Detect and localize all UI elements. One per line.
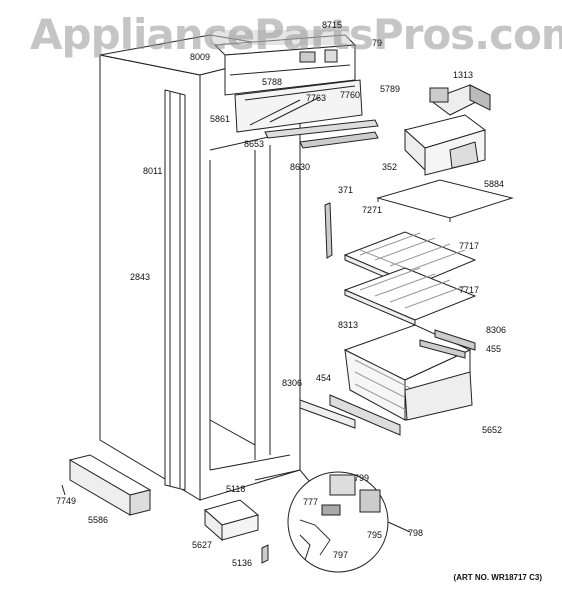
art-number: (ART NO. WR18717 C3)	[453, 573, 542, 582]
part-label-455: 455	[486, 344, 502, 354]
drip-tray	[203, 499, 260, 542]
mullion-strip	[324, 202, 333, 259]
part-label-5118: 5118	[226, 484, 246, 494]
part-label-454: 454	[316, 373, 332, 383]
part-label-8306-right: 8306	[486, 325, 507, 335]
part-label-5627: 5627	[192, 540, 213, 550]
bottom-cover	[68, 454, 152, 516]
rail-8630	[299, 131, 379, 149]
watermark-text: AppliancePartsPros.com	[30, 10, 562, 59]
drawer-rail-455	[419, 339, 466, 359]
part-label-5586: 5586	[88, 515, 109, 525]
drawer-slide-454	[329, 394, 401, 436]
part-label-1313: 1313	[453, 70, 474, 80]
part-label-352: 352	[382, 162, 398, 172]
drawer-rail-left	[299, 399, 356, 429]
part-label-795: 795	[367, 530, 383, 540]
part-label-8653: 8653	[244, 139, 265, 149]
part-label-8011: 8011	[143, 166, 163, 176]
crisper-basket	[343, 324, 473, 421]
part-label-777: 777	[303, 497, 319, 507]
part-label-5788: 5788	[262, 77, 283, 87]
part-label-371: 371	[338, 185, 354, 195]
part-label-5861: 5861	[210, 114, 231, 124]
part-label-7717-lower: 7717	[459, 285, 480, 295]
part-label-8630: 8630	[290, 162, 311, 172]
part-label-798: 798	[408, 528, 424, 538]
cabinet-shell	[99, 34, 301, 501]
control-housing	[210, 30, 357, 96]
part-label-79: 79	[372, 38, 383, 48]
bracket-5136	[261, 544, 269, 564]
part-label-799: 799	[354, 473, 370, 483]
thermostat-detail-circle	[287, 471, 411, 573]
top-glass-shelf	[376, 179, 514, 222]
part-label-7717-upper: 7717	[459, 241, 480, 251]
part-label-797: 797	[333, 550, 349, 560]
part-label-7760: 7760	[340, 90, 361, 100]
icemaker-module	[428, 84, 492, 116]
part-label-5884: 5884	[484, 179, 505, 189]
part-label-5652: 5652	[482, 425, 503, 435]
screw-7749	[61, 484, 66, 496]
part-label-5136: 5136	[232, 558, 253, 568]
part-label-7749: 7749	[56, 496, 77, 506]
part-label-8715: 8715	[322, 20, 343, 30]
part-label-5789: 5789	[380, 84, 401, 94]
part-label-7763: 7763	[306, 93, 327, 103]
drawer-rail-upper	[434, 329, 476, 351]
rod-5118	[254, 469, 311, 483]
rail-8653	[264, 119, 379, 139]
part-label-8313: 8313	[338, 320, 359, 330]
part-label-2843: 2843	[130, 272, 151, 282]
wire-shelf-lower	[343, 267, 477, 326]
part-label-8306-left: 8306	[282, 378, 303, 388]
part-label-7271: 7271	[362, 205, 383, 215]
ice-bin	[403, 114, 487, 176]
light-diffuser	[234, 79, 363, 133]
part-label-8009: 8009	[190, 52, 211, 62]
